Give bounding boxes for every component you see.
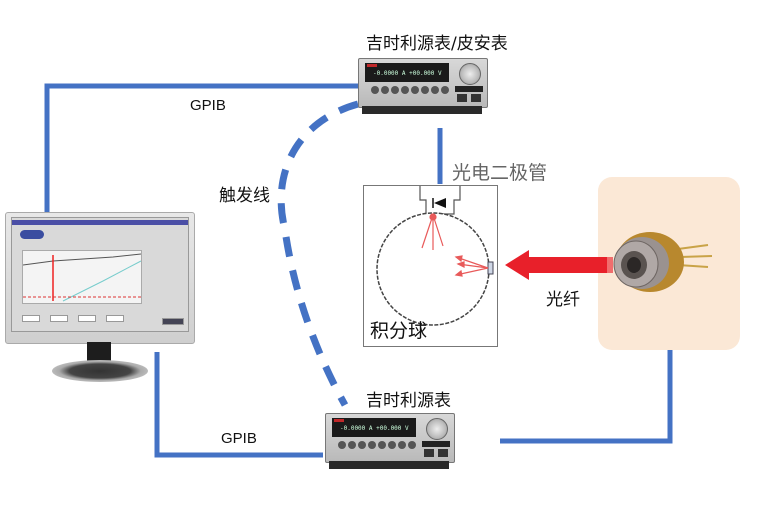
- fiber-arrow-shaft: [527, 257, 607, 273]
- fiber-label: 光纤: [546, 290, 580, 310]
- screen-plot-lines: [22, 253, 142, 302]
- top-instrument-label: 吉时利源表/皮安表: [366, 34, 508, 54]
- function-keys: [424, 449, 448, 457]
- trigger-label: 触发线: [219, 186, 270, 206]
- photodiode-housing: [419, 186, 461, 215]
- monitor-stand-base: [52, 360, 148, 382]
- instrument-body: -0.0000 A +00.000 V: [325, 413, 455, 463]
- bottom-source-meter: -0.0000 A +00.000 V: [325, 413, 455, 473]
- monitor-screen: [11, 217, 189, 332]
- integrating-sphere-panel: 积分球: [363, 185, 498, 347]
- screen-field: [78, 315, 96, 322]
- instrument-display: -0.0000 A +00.000 V: [365, 63, 449, 82]
- function-keys: [457, 94, 481, 102]
- instrument-readout: -0.0000 A +00.000 V: [340, 425, 409, 432]
- brand-badge: [367, 64, 377, 67]
- rotary-knob-icon: [426, 418, 448, 440]
- gpib-top-label: GPIB: [190, 97, 226, 114]
- gpib-top-cable: [44, 83, 358, 212]
- photodiode-label: 光电二极管: [452, 162, 548, 184]
- app-logo-icon: [20, 230, 44, 239]
- top-source-meter: -0.0000 A +00.000 V: [358, 58, 488, 118]
- button-row: [338, 441, 418, 449]
- screen-button: [162, 318, 184, 325]
- bottom-instrument-label: 吉时利源表: [366, 391, 451, 411]
- laser-diode-icon: [613, 232, 713, 292]
- screen-field: [50, 315, 68, 322]
- arrow-keys-icon: [422, 441, 450, 447]
- instrument-foot: [362, 106, 482, 114]
- instrument-foot: [329, 461, 449, 469]
- reflected-rays: [421, 213, 489, 277]
- fiber-arrow-tail: [605, 257, 613, 273]
- arrow-keys-icon: [455, 86, 483, 92]
- instrument-body: -0.0000 A +00.000 V: [358, 58, 488, 108]
- instrument-display: -0.0000 A +00.000 V: [332, 418, 416, 437]
- trigger-line: [277, 100, 359, 407]
- rotary-knob-icon: [459, 63, 481, 85]
- gpib-bottom-cable: [154, 352, 323, 458]
- screen-field: [106, 315, 124, 322]
- screen-plot: [22, 250, 142, 304]
- fiber-arrow-head: [505, 250, 529, 280]
- monitor-stand-neck: [87, 342, 111, 364]
- brand-badge: [334, 419, 344, 422]
- button-row: [371, 86, 451, 94]
- laser-diode-panel: [598, 177, 740, 350]
- integrating-sphere-drawing: [376, 186, 494, 326]
- fiber-arrow: [505, 250, 613, 280]
- photodiode-icon: [434, 198, 446, 208]
- window-titlebar: [12, 220, 188, 225]
- input-port: [487, 261, 494, 275]
- screen-field: [22, 315, 40, 322]
- instrument-readout: -0.0000 A +00.000 V: [373, 70, 442, 77]
- gpib-bottom-label: GPIB: [221, 430, 257, 447]
- integrating-sphere-label: 积分球: [370, 320, 428, 342]
